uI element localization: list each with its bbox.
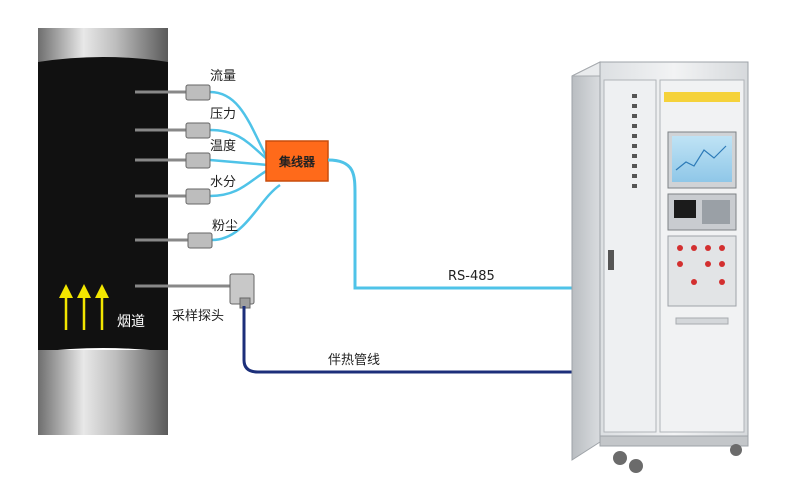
indicator-light-icon [719,261,725,267]
arrow-up-icon [77,284,91,330]
collector: 集线器 [265,140,329,182]
probe-label: 采样探头 [172,309,224,324]
chimney-bottom-metal [38,350,168,435]
controller-keypad [702,200,730,224]
analyzer-cabinet [571,61,749,473]
indicator-light-icon [691,245,697,251]
chimney-label: 烟道 [117,314,145,330]
indicator-lights [677,245,725,285]
cabinet-vent [675,317,729,325]
cabinet-stripe [664,92,740,102]
sensor-moisture: 水分 [135,175,236,205]
sensor-label-dust: 粉尘 [212,219,238,234]
indicator-light-icon [691,279,697,285]
arrow-up-icon [59,284,73,330]
sensor-connector-icon [185,84,211,101]
signal-lines [209,90,281,242]
sensor-temperature: 温度 [135,138,236,169]
bus-label: RS-485 [448,269,495,284]
sensor-label-pressure: 压力 [210,107,236,122]
sensor-dust: 粉尘 [135,219,238,249]
indicator-light-icon [705,261,711,267]
wheel-icon [730,444,742,456]
cabinet-wheels [613,444,742,473]
rs485-bus: RS-485 [327,158,582,290]
monitor-screen [672,136,732,182]
wheel-icon [629,459,643,473]
indicator-light-icon [677,261,683,267]
sampling-probe: 采样探头 [135,273,255,324]
sensor-flow: 流量 [135,69,236,101]
indicator-light-icon [719,245,725,251]
arrow-up-icon [95,284,109,330]
sensor-connector-icon [185,152,211,169]
sensor-label-temperature: 温度 [210,138,236,154]
heated-line-label: 伴热管线 [328,353,380,368]
cabinet-base [599,435,749,447]
controller-display [674,200,696,218]
sensor-connector-icon [185,122,211,139]
indicator-light-icon [719,279,725,285]
wheel-icon [613,451,627,465]
cabinet-vertical-text [632,94,637,188]
heated-line: 伴热管线 [242,306,582,374]
sensor-connector-icon [185,188,211,205]
indicator-light-icon [705,245,711,251]
sensor-pressure: 压力 [135,107,236,139]
door-handle-icon [608,250,614,270]
sensors: 流量 压力 温度 水分 粉尘 [135,69,238,249]
sensor-label-flow: 流量 [210,69,236,84]
indicator-light-icon [677,245,683,251]
sensor-label-moisture: 水分 [210,175,236,190]
flow-arrows [59,284,109,330]
sensor-connector-icon [187,232,213,249]
collector-label: 集线器 [278,154,316,169]
chimney: 烟道 [38,28,168,435]
cabinet-side [571,61,601,461]
